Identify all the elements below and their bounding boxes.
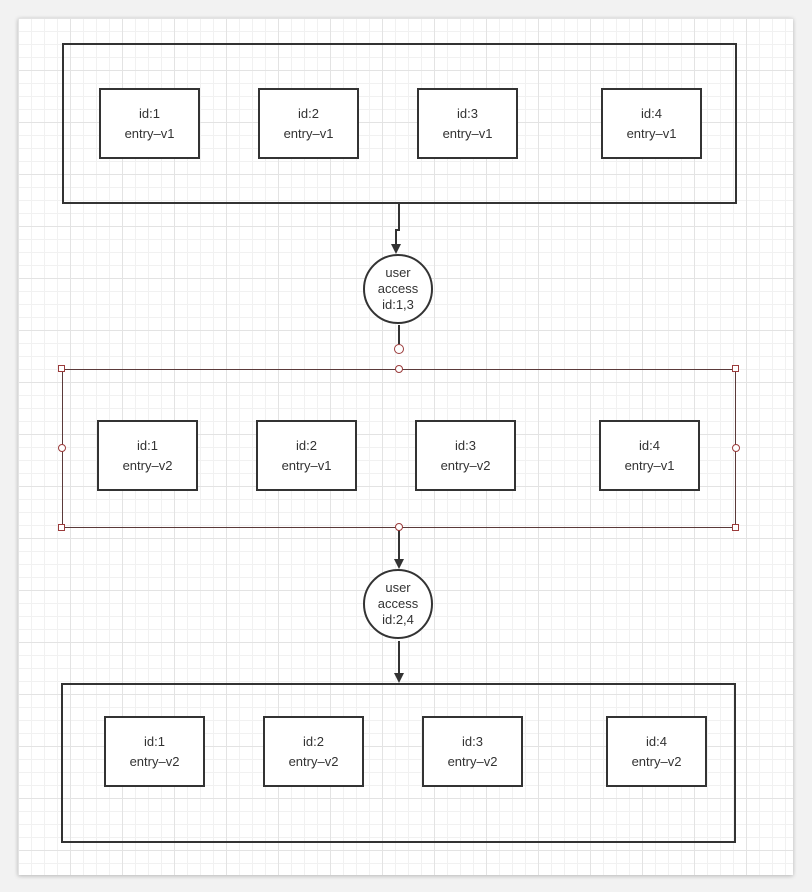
entry-version: entry–v2 xyxy=(447,753,498,769)
entry-box[interactable]: id:1 entry–v1 xyxy=(99,88,200,159)
entry-version: entry–v1 xyxy=(124,125,175,141)
node-label-line: user xyxy=(385,580,411,595)
entry-version: entry–v1 xyxy=(283,125,334,141)
entry-id: id:1 xyxy=(144,733,165,749)
resize-handle-top-right[interactable] xyxy=(732,365,739,372)
entry-id: id:2 xyxy=(298,105,319,121)
node-label-line: id:1,3 xyxy=(382,297,414,312)
entry-id: id:1 xyxy=(139,105,160,121)
entry-version: entry–v1 xyxy=(624,457,675,473)
connection-point-bottom[interactable] xyxy=(395,523,403,531)
entry-box[interactable]: id:4 entry–v1 xyxy=(599,420,700,491)
entry-box[interactable]: id:3 entry–v2 xyxy=(422,716,523,787)
connection-point-right[interactable] xyxy=(732,444,740,452)
entry-box[interactable]: id:1 entry–v2 xyxy=(97,420,198,491)
entry-version: entry–v2 xyxy=(440,457,491,473)
entry-box[interactable]: id:3 entry–v1 xyxy=(417,88,518,159)
entry-box[interactable]: id:4 entry–v1 xyxy=(601,88,702,159)
node-label-line: id:2,4 xyxy=(382,612,414,627)
resize-handle-bottom-right[interactable] xyxy=(732,524,739,531)
entry-box[interactable]: id:2 entry–v2 xyxy=(263,716,364,787)
entry-version: entry–v2 xyxy=(631,753,682,769)
entry-box[interactable]: id:3 entry–v2 xyxy=(415,420,516,491)
entry-id: id:3 xyxy=(462,733,483,749)
entry-box[interactable]: id:1 entry–v2 xyxy=(104,716,205,787)
entry-version: entry–v1 xyxy=(281,457,332,473)
entry-version: entry–v1 xyxy=(442,125,493,141)
user-access-node[interactable]: user access id:2,4 xyxy=(363,569,433,639)
connection-point-left[interactable] xyxy=(58,444,66,452)
entry-id: id:4 xyxy=(646,733,667,749)
connector-group1-to-node1[interactable] xyxy=(391,204,401,254)
node-label-line: access xyxy=(377,281,419,296)
connector-endpoint-handle[interactable] xyxy=(394,344,404,354)
entry-id: id:4 xyxy=(639,437,660,453)
entry-id: id:1 xyxy=(137,437,158,453)
entry-version: entry–v2 xyxy=(122,457,173,473)
entry-version: entry–v2 xyxy=(288,753,339,769)
node-label-line: access xyxy=(377,596,419,611)
user-access-node[interactable]: user access id:1,3 xyxy=(363,254,433,324)
entry-id: id:3 xyxy=(455,437,476,453)
entry-id: id:4 xyxy=(641,105,662,121)
entry-box[interactable]: id:2 entry–v1 xyxy=(258,88,359,159)
entry-box[interactable]: id:2 entry–v1 xyxy=(256,420,357,491)
entry-id: id:3 xyxy=(457,105,478,121)
entry-group-3[interactable]: id:1 entry–v2 id:2 entry–v2 id:3 entry–v… xyxy=(61,683,736,843)
resize-handle-top-left[interactable] xyxy=(58,365,65,372)
node-label-line: user xyxy=(385,265,411,280)
entry-group-2[interactable]: id:1 entry–v2 id:2 entry–v1 id:3 entry–v… xyxy=(62,369,736,528)
entry-id: id:2 xyxy=(303,733,324,749)
entry-version: entry–v1 xyxy=(626,125,677,141)
resize-handle-bottom-left[interactable] xyxy=(58,524,65,531)
entry-id: id:2 xyxy=(296,437,317,453)
connection-point-top[interactable] xyxy=(395,365,403,373)
entry-version: entry–v2 xyxy=(129,753,180,769)
entry-group-1[interactable]: id:1 entry–v1 id:2 entry–v1 id:3 entry–v… xyxy=(62,43,737,204)
entry-box[interactable]: id:4 entry–v2 xyxy=(606,716,707,787)
